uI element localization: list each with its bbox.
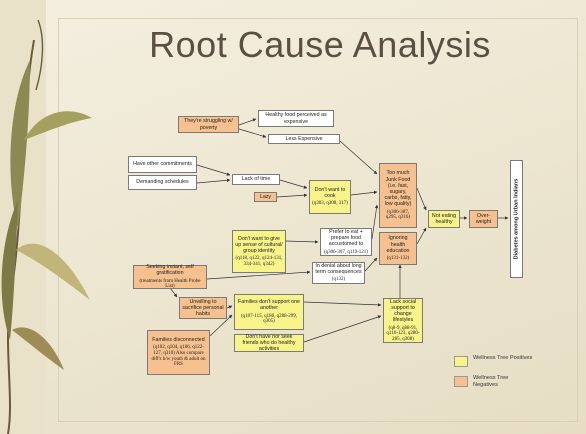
decorative-plant-illustration bbox=[0, 0, 92, 434]
leaf-shape bbox=[12, 327, 64, 370]
legend-label-positives: Wellness Tree Positives bbox=[473, 355, 533, 361]
node-lazy: Lazy bbox=[254, 192, 277, 202]
node-seeking-gratification: Seeking instant, self gratification(trea… bbox=[133, 264, 207, 289]
legend-swatch-negatives bbox=[454, 376, 468, 387]
node-families-disconnected: Families disconnected(q102, q104, q106, … bbox=[147, 330, 210, 375]
arrow-ignoring-noteating bbox=[416, 227, 427, 245]
arrow-seeking-denial bbox=[206, 270, 311, 280]
legend-swatch-positives bbox=[454, 356, 468, 367]
arrow-denial-ignoring bbox=[364, 257, 378, 272]
node-ignoring-health-education: Ignoring health education(q131-132) bbox=[379, 232, 417, 265]
node-less-expensive: Less Expensive bbox=[268, 134, 340, 144]
slide-title: Root Cause Analysis bbox=[149, 24, 491, 65]
arrow-cultural-prefer bbox=[285, 240, 319, 244]
node-demanding-schedules: Demanding schedules bbox=[128, 175, 197, 190]
arrow-schedules-time bbox=[196, 178, 231, 184]
node-healthy-food-expensive: Healthy food perceived as expensive bbox=[258, 110, 334, 127]
arrow-poverty-less-expensive bbox=[238, 128, 267, 138]
arrow-prefer-junk bbox=[371, 204, 379, 240]
node-struggling-poverty: They're struggling w/ poverty bbox=[178, 116, 239, 133]
arrow-friends-lackSocial bbox=[303, 315, 382, 343]
node-no-healthy-friends: Don't have nor seek friends who do healt… bbox=[234, 334, 304, 352]
arrow-junk-noteating bbox=[416, 187, 427, 211]
arrow-unwilling-support bbox=[226, 305, 233, 309]
leaf-shape bbox=[16, 243, 90, 300]
arrow-time-cook bbox=[279, 179, 308, 189]
arrow-less-expensive-junk bbox=[339, 140, 378, 175]
arrow-lazy-cook bbox=[276, 193, 308, 198]
node-other-commitments: Have other commitments bbox=[128, 156, 197, 173]
node-not-eating-healthy: Not eating healthy bbox=[428, 210, 460, 228]
node-diabetes-urban-indians: Diabetes among Urban Indians bbox=[510, 160, 523, 278]
slide-frame bbox=[58, 18, 578, 422]
arrow-commitments-time bbox=[196, 164, 231, 176]
node-denial-consequences: In denial about long term consequences(q… bbox=[312, 262, 365, 284]
node-overweight: Over-weight bbox=[469, 210, 498, 228]
arrow-disconnected-support bbox=[209, 314, 233, 337]
node-dont-want-to-cook: Don't want to cook(q303, q308, 317) bbox=[309, 180, 351, 214]
arrow-cook-junk bbox=[350, 190, 378, 196]
leaf-shape bbox=[1, 200, 18, 340]
arrow-poverty-expensive bbox=[238, 118, 257, 126]
node-families-dont-support: Families don't support one another(q107-… bbox=[234, 294, 304, 330]
leaf-shape bbox=[24, 111, 92, 140]
leaf-shape bbox=[10, 60, 30, 230]
node-cultural-identity: Don't want to give up sense of cultural/… bbox=[232, 230, 286, 273]
node-prefer-familiar-food: Prefer to eat + prepare food accustomed … bbox=[320, 228, 372, 256]
node-lack-of-time: Lack of time bbox=[232, 174, 280, 185]
arrow-seeking-unwilling bbox=[169, 287, 178, 298]
node-too-much-junk-food: Too much Junk Food (i.e. fast, sugary, c… bbox=[379, 163, 417, 228]
arrow-support-lackSocial bbox=[303, 301, 382, 307]
node-unwilling-sacrifice: Unwilling to sacrifice personal habits bbox=[179, 297, 227, 319]
node-lack-social-support: Lack social support to change lifestyles… bbox=[383, 298, 423, 343]
legend-label-negatives: Wellness Tree Negatives bbox=[473, 375, 509, 388]
